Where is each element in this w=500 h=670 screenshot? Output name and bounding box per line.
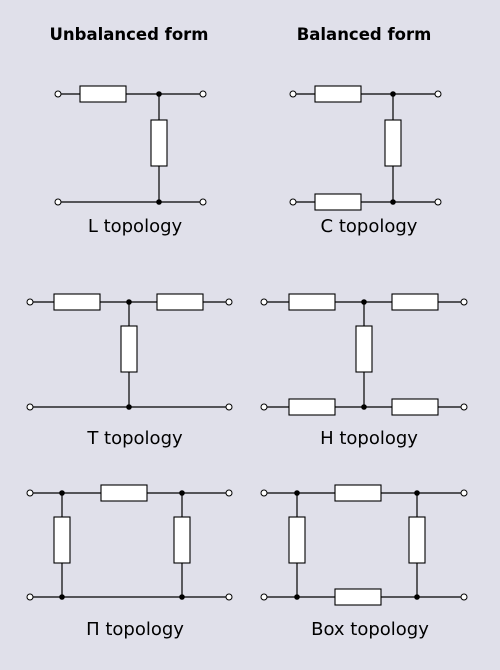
junction-node [414, 594, 420, 600]
caption-box-topology: Box topology [311, 619, 429, 640]
junction-node [361, 404, 367, 410]
terminal [225, 593, 233, 601]
terminal [26, 298, 34, 306]
terminal [460, 298, 468, 306]
shunt-resistor [173, 516, 191, 564]
terminal [460, 593, 468, 601]
shunt-resistor [150, 119, 168, 167]
terminal [199, 198, 207, 206]
terminal [225, 403, 233, 411]
junction-node [390, 199, 396, 205]
junction-node [294, 490, 300, 496]
shunt-resistor [408, 516, 426, 564]
series-resistor [288, 398, 336, 416]
terminal [54, 90, 62, 98]
series-resistor [334, 588, 382, 606]
terminal [26, 593, 34, 601]
heading-balanced-form: Balanced form [297, 25, 432, 44]
terminal [260, 298, 268, 306]
caption-l-topology: L topology [88, 216, 183, 237]
series-resistor [391, 398, 439, 416]
shunt-resistor [53, 516, 71, 564]
series-resistor [53, 293, 101, 311]
terminal [289, 198, 297, 206]
h-topology-circuit [260, 293, 468, 416]
junction-node [156, 199, 162, 205]
terminal [260, 593, 268, 601]
junction-node [361, 299, 367, 305]
terminal [260, 403, 268, 411]
caption-t-topology: T topology [86, 428, 183, 449]
shunt-resistor [384, 119, 402, 167]
terminal [225, 298, 233, 306]
shunt-resistor [355, 325, 373, 373]
heading-unbalanced-form: Unbalanced form [50, 25, 209, 44]
junction-node [414, 490, 420, 496]
l-topology-circuit [54, 85, 207, 206]
series-resistor [288, 293, 336, 311]
terminal [26, 489, 34, 497]
terminal [199, 90, 207, 98]
terminal [460, 489, 468, 497]
junction-node [126, 299, 132, 305]
terminal [26, 403, 34, 411]
junction-node [179, 490, 185, 496]
terminal [460, 403, 468, 411]
series-resistor [391, 293, 439, 311]
caption-h-topology: H topology [320, 428, 418, 449]
terminal [54, 198, 62, 206]
junction-node [126, 404, 132, 410]
caption-pi-topology: Π topology [86, 619, 184, 640]
series-resistor [79, 85, 127, 103]
junction-node [390, 91, 396, 97]
pi-topology-circuit [26, 484, 233, 601]
series-resistor [314, 85, 362, 103]
junction-node [156, 91, 162, 97]
terminal [260, 489, 268, 497]
terminal [289, 90, 297, 98]
series-resistor [314, 193, 362, 211]
junction-node [59, 490, 65, 496]
box-topology-circuit [260, 484, 468, 606]
junction-node [59, 594, 65, 600]
c-topology-circuit [289, 85, 442, 211]
terminal [434, 90, 442, 98]
t-topology-circuit [26, 293, 233, 411]
series-resistor [156, 293, 204, 311]
shunt-resistor [120, 325, 138, 373]
junction-node [179, 594, 185, 600]
series-resistor [334, 484, 382, 502]
terminal [225, 489, 233, 497]
terminal [434, 198, 442, 206]
junction-node [294, 594, 300, 600]
series-resistor [100, 484, 148, 502]
shunt-resistor [288, 516, 306, 564]
caption-c-topology: C topology [321, 216, 418, 237]
